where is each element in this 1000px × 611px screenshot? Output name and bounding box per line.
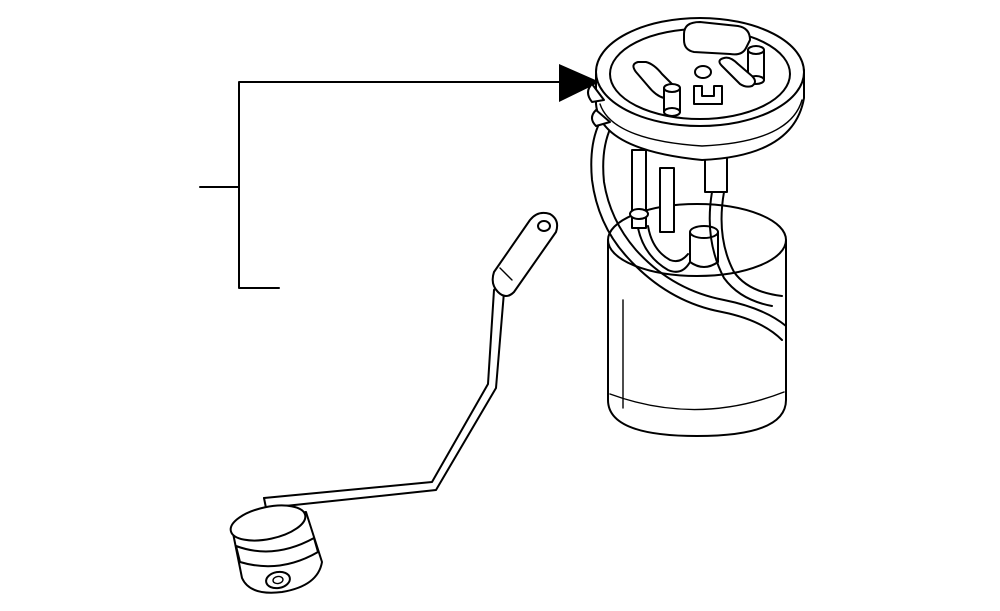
canister-rim-lower xyxy=(609,391,785,411)
float-hole xyxy=(265,570,291,590)
float-arm-rod-inner xyxy=(265,285,511,509)
wiring-hoses xyxy=(590,111,787,341)
hose-outer-b xyxy=(602,117,787,327)
float-hole-inner xyxy=(272,575,284,585)
module-flange xyxy=(587,17,805,161)
right-pill-slot xyxy=(718,56,756,88)
pump-cylinder-top xyxy=(689,225,719,239)
float xyxy=(229,504,323,594)
electrical-connector xyxy=(683,21,751,56)
hose-inner-a xyxy=(708,191,773,307)
hose-inner-b xyxy=(720,191,783,297)
tube-left-collar xyxy=(629,208,649,220)
return-nipple xyxy=(663,83,681,117)
flange-tab xyxy=(587,83,605,103)
pivot-link-detail xyxy=(499,267,513,281)
key-slot xyxy=(693,85,723,105)
float-band xyxy=(235,537,319,568)
callout-bracket xyxy=(199,64,600,289)
center-hole xyxy=(694,65,712,79)
canister-body xyxy=(607,239,787,437)
hose-left-loop-b xyxy=(647,225,689,263)
hose-left-loop xyxy=(637,227,691,273)
fuel-level-sender xyxy=(229,211,559,594)
pivot-hole xyxy=(537,220,551,232)
bracket-line xyxy=(199,81,566,289)
float-arm-rod-outer xyxy=(263,281,501,499)
float-top xyxy=(229,504,307,542)
pivot-link xyxy=(491,211,559,297)
flange-side-tab xyxy=(591,109,611,127)
tube-center xyxy=(659,167,675,233)
arrow-head-icon xyxy=(559,64,600,102)
hose-outer-a xyxy=(590,111,783,341)
fuel-pump-module xyxy=(587,17,805,437)
outlet-nipple xyxy=(747,45,765,85)
flange-skirt-line xyxy=(599,99,803,147)
